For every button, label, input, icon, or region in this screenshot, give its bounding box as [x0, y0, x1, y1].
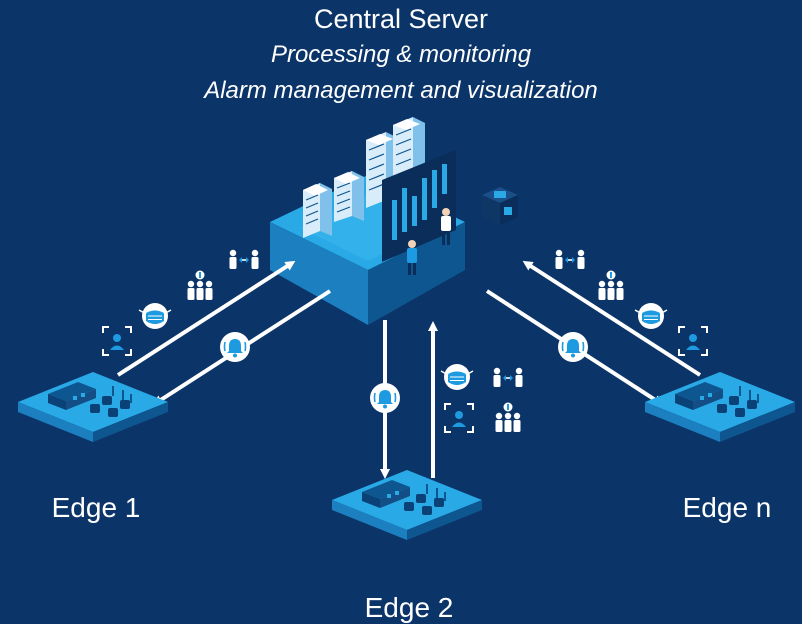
operator-people-icon [407, 208, 451, 275]
arrow-edge1-to-server [116, 260, 296, 377]
face-mask-icon [440, 363, 474, 391]
social-distance-icon [556, 250, 585, 269]
server-title: Central Server [313, 4, 489, 34]
face-mask-icon [634, 302, 668, 330]
server-subtitle-processing: Processing & monitoring [270, 41, 532, 68]
social-distance-icon [230, 250, 259, 269]
alarm-bell-icon [369, 382, 401, 414]
edge-2-platform [332, 470, 482, 540]
group-thermometer-icon [599, 271, 624, 301]
social-distance-icon [494, 368, 523, 387]
chip-icon [482, 187, 518, 225]
edge-n-label: Edge n [682, 492, 772, 523]
face-detect-icon [678, 326, 708, 356]
bar-chart-panel-icon [382, 150, 456, 262]
edge-2-label: Edge 2 [364, 592, 454, 623]
alarm-bell-icon [219, 331, 251, 363]
face-detect-icon [102, 326, 132, 356]
edge-1-platform [18, 372, 168, 442]
server-rack-lines [305, 128, 412, 225]
edge-n-platform [645, 372, 795, 442]
group-thermometer-icon [496, 403, 521, 433]
server-subtitle-alarm: Alarm management and visualization [204, 77, 598, 104]
edge-1-label: Edge 1 [51, 492, 141, 523]
face-detect-icon [444, 403, 474, 433]
face-mask-icon [138, 302, 172, 330]
alarm-bell-icon [557, 331, 589, 363]
group-thermometer-icon [188, 271, 213, 301]
arrow-edgen-to-server [522, 260, 702, 377]
